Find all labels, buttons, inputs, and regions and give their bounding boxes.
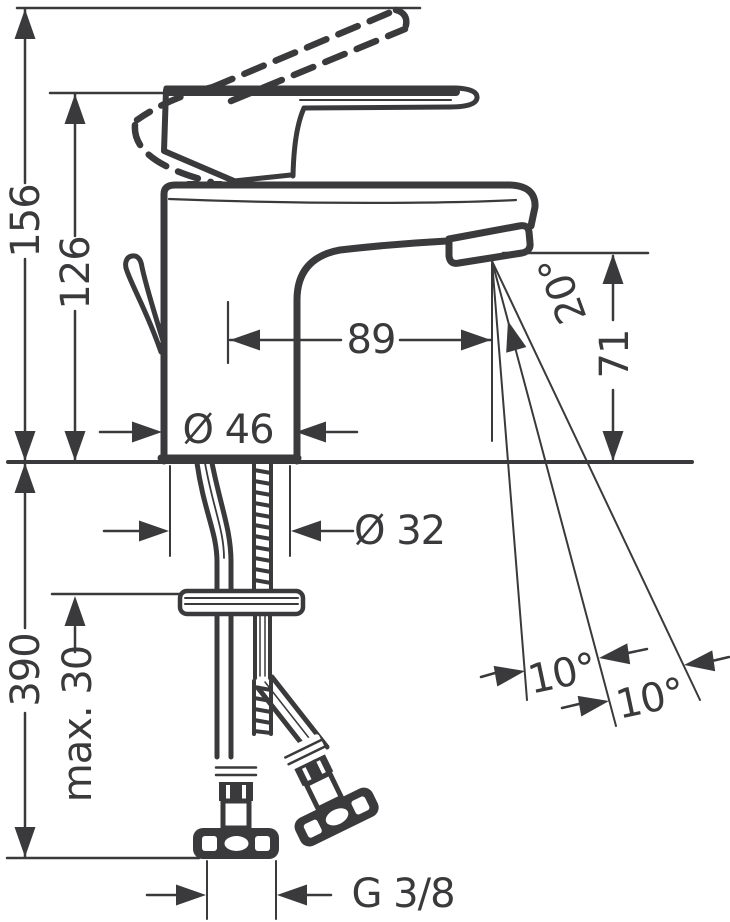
dim-connection-thread: G 3/8 (145, 871, 456, 917)
dim-arrowhead (14, 827, 36, 857)
dim-arrowhead (64, 596, 86, 626)
drain-pull-hook (123, 253, 167, 355)
dim-stream-angle: 20° (497, 250, 596, 353)
thread-extension-lines (206, 860, 277, 920)
dim-install-length: 390 (3, 461, 49, 859)
hose-fitting-right (261, 723, 382, 850)
dim-label-stream-swivel-right: 10° (612, 669, 688, 728)
dim-arrowhead (14, 9, 36, 39)
faucet-body (123, 85, 539, 465)
dim-label-base-diameter: Ø 46 (182, 407, 273, 453)
dim-arrowhead (64, 431, 86, 461)
dim-arrowhead (602, 431, 624, 461)
handle-lever-raised-dashed (131, 6, 410, 186)
dim-label-height-handle: 126 (53, 236, 99, 309)
dim-base-diameter: Ø 46 (98, 407, 359, 453)
stream-line-left (491, 260, 528, 701)
dim-arrowhead (597, 643, 631, 669)
dim-label-hole-diameter: Ø 32 (354, 508, 445, 554)
handle-lever (161, 85, 480, 185)
mounting-washer (177, 588, 306, 617)
dim-arrowhead (132, 421, 162, 443)
dim-arrowhead (14, 463, 36, 493)
dim-arrowhead (577, 690, 611, 717)
dim-arrowhead (64, 94, 86, 124)
dim-spout-reach: 89 (226, 300, 493, 365)
hole-extension-lines (169, 465, 291, 557)
dim-height-handle: 126 (53, 92, 99, 463)
dim-label-stream-angle: 20° (530, 250, 596, 330)
dim-arrowhead (230, 329, 260, 351)
spout-underside (293, 237, 451, 465)
threaded-mounting-rod (252, 461, 273, 736)
dim-height-total: 156 (3, 7, 49, 463)
dim-hole-diameter: Ø 32 (102, 508, 446, 554)
dim-arrowhead (139, 520, 169, 542)
spout-aerator (445, 222, 534, 267)
dim-arrowhead (14, 431, 36, 461)
hose-fitting-left (193, 760, 279, 859)
dim-label-stream-swivel-left: 10° (524, 644, 600, 703)
dim-arrowhead (291, 520, 321, 542)
dimensions: 156 126 390 max. 30 71 (3, 7, 730, 917)
dim-label-connection-thread: G 3/8 (351, 871, 454, 917)
dim-outlet-height: 71 (592, 254, 638, 461)
dim-label-height-total: 156 (3, 184, 49, 257)
dim-arrowhead (277, 884, 307, 906)
dim-arrowhead (176, 884, 206, 906)
below-deck-assembly (177, 460, 382, 859)
reference-lines (5, 6, 694, 920)
body-outline (160, 181, 539, 465)
dim-max-deck-thickness: max. 30 (55, 596, 101, 802)
dim-arrowhead (493, 660, 527, 687)
supply-hose-left (194, 460, 234, 760)
dim-label-install-length: 390 (3, 633, 49, 706)
dim-arrowhead (461, 329, 491, 351)
stream-line-right (491, 260, 701, 701)
dim-label-outlet-height: 71 (592, 330, 638, 379)
dim-arrowhead (602, 254, 624, 284)
dim-label-max-deck-thickness: max. 30 (55, 646, 101, 802)
body-cap-inner-line (167, 197, 518, 204)
dim-label-spout-reach: 89 (347, 317, 396, 363)
